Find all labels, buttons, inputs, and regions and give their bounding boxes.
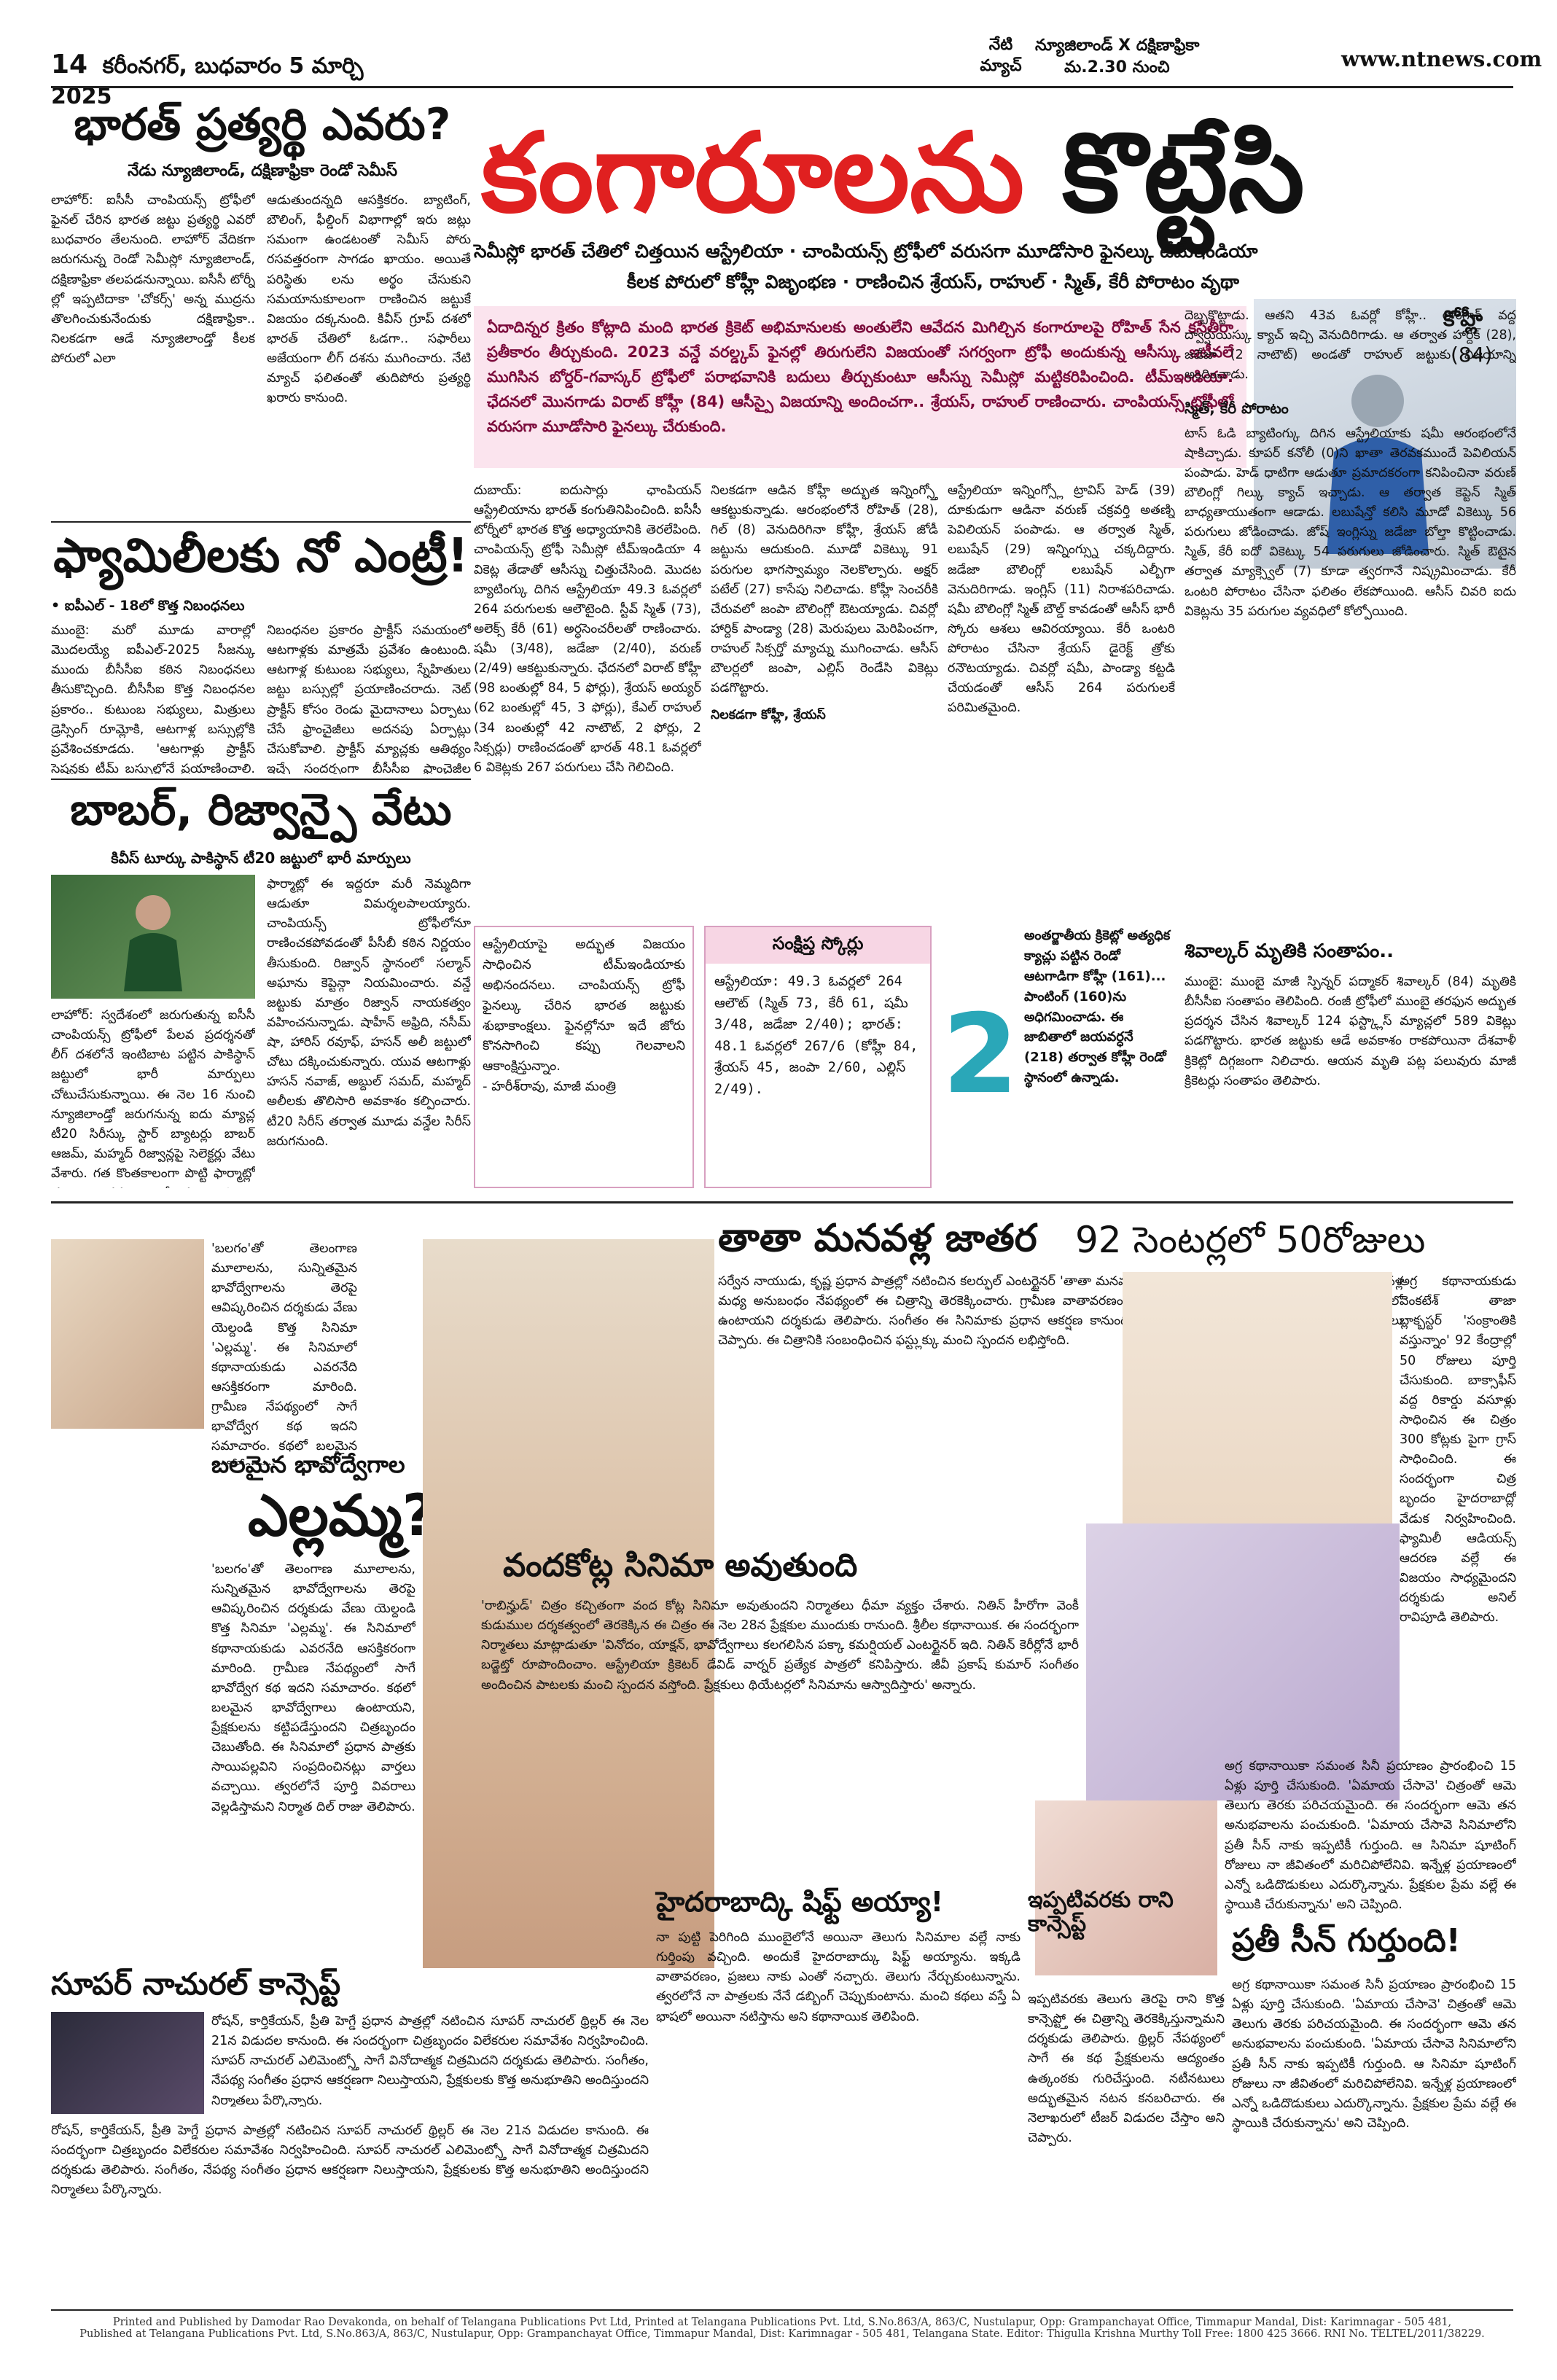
- yellamma-photo: [51, 1239, 204, 1429]
- match-label-2: మ్యాచ్: [980, 56, 1022, 75]
- babar-photo: [51, 875, 255, 999]
- main-headline: కంగారూలను కొట్టేసి: [481, 116, 1531, 232]
- stat-number: 2: [942, 991, 1019, 1118]
- family-col-1: ముంబై: మరో మూడు వారాల్లో మొదలయ్యే ఐపీఎల్…: [51, 623, 255, 774]
- main-col-2: నిలకడగా ఆడిన కోహ్లీ అద్భుత ఇన్నింగ్స్తో …: [711, 481, 938, 911]
- divider-1: [51, 521, 471, 523]
- yellamma-poster: [423, 1239, 714, 1968]
- footer-line-2: Published at Telangana Publications Pvt.…: [79, 2328, 1485, 2340]
- main-intro-box: ఏదాదిన్నర క్రితం కోట్లాది మంది భారత క్రి…: [474, 306, 1246, 468]
- player-silhouette-icon: [1327, 375, 1429, 554]
- family-headline: ఫ్యామిలీలకు నో ఎంట్రీ!: [53, 529, 469, 583]
- main-headline-part2: కొట్టేసి: [1062, 110, 1305, 237]
- header-rule: [51, 86, 1513, 88]
- gurtu-intro: అగ్ర కథానాయికా సమంత సినీ ప్రయాణం ప్రారంభ…: [1225, 1759, 1516, 1912]
- babar-col-2: ఫార్మాట్లో ఈ ఇద్దరూ మరీ నెమ్మదిగా ఆడుతూ …: [267, 877, 471, 1149]
- vanda-photo: [1086, 1523, 1400, 1800]
- main-col-2-subhead: నిలకడగా కోహ్లీ, శ్రేయస్: [711, 708, 826, 723]
- footer-rule: [51, 2309, 1513, 2311]
- family-bullet: • ఐపీఎల్ - 18లో కొత్త నిబంధనలు: [51, 598, 245, 614]
- divider-2: [51, 779, 471, 780]
- match-time: మ.2.30 నుంచి: [1064, 58, 1170, 77]
- main-col-2-text: నిలకడగా ఆడిన కోహ్లీ అద్భుత ఇన్నింగ్స్తో …: [711, 483, 938, 696]
- babar-col-1: లాహోర్: స్వదేశంలో జరుగుతున్న ఐసీసీ చాంపి…: [51, 1008, 255, 1188]
- super-photo: [51, 2012, 204, 2114]
- main-col-4-subhead: స్మిత్, కేరీ పోరాటం: [1185, 399, 1289, 417]
- hyd-body: నా పుట్టి పెరిగింది ముంబైలోనే అయినా తెలు…: [656, 1930, 1021, 2024]
- dateline: 14 కరీంనగర్, బుధవారం 5 మార్చి 2025: [51, 50, 430, 109]
- scores-title: సంక్షిప్త స్కోర్లు: [706, 927, 930, 964]
- stat-text: అంతర్జాతీయ క్రికెట్లో అత్యధిక క్యాచ్లు ప…: [1024, 928, 1171, 1086]
- vanda-headline: వందకోట్ల సినిమా అవుతుంది: [503, 1547, 858, 1584]
- days-headline: 92 సెంటర్లలో 50రోజులు: [1075, 1219, 1426, 1261]
- main-col-1: దుబాయ్: ఐదుసార్లు ఛాంపియన్ ఆస్ట్రేలియాను…: [474, 483, 701, 775]
- rival-subhead: నేడు న్యూజిలాండ్, దక్షిణాఫ్రికా రెండో సె…: [127, 162, 398, 180]
- gurtu-headline: ప్రతీ సీన్ గుర్తుంది!: [1232, 1922, 1461, 1959]
- babar-headline: బాబర్, రిజ్వాన్పై వేటు: [70, 784, 452, 835]
- main-deck: సెమీస్లో భారత్ చేతిలో చిత్తయిన ఆస్ట్రేలి…: [474, 241, 1258, 262]
- match-teams: న్యూజిలాండ్ X దక్షిణాఫ్రికా: [1035, 36, 1200, 55]
- congrats-note-box: ఆస్ట్రేలియాపై అద్భుత విజయం సాధించిన టీమ్…: [474, 926, 694, 1188]
- obit-body: ముంబై: ముంబై మాజీ స్పిన్నర్ పద్మాకర్ శివ…: [1185, 975, 1516, 1088]
- scores-box: సంక్షిప్త స్కోర్లు ఆస్ట్రేలియా: 49.3 ఓవర…: [704, 926, 932, 1188]
- main-col-4-body: టాస్ ఓడి బ్యాటింగ్కు దిగిన ఆస్ట్రేలియాకు…: [1185, 426, 1516, 619]
- main-col-3: ఆస్ట్రేలియా ఇన్నింగ్స్లో ట్రావిస్ హెడ్ (…: [948, 483, 1175, 716]
- footer-imprint: Printed and Published by Damodar Rao Dev…: [51, 2317, 1513, 2340]
- babar-subhead: కివీస్ టూర్కు పాకిస్థాన్ టీ20 జట్టులో భా…: [111, 849, 411, 867]
- main-deck-2: కీలక పోరులో కోహ్లీ విజృంభణ ∙ రాణించిన శ్…: [627, 271, 1239, 292]
- super-body-top: రోషన్, కార్తికేయన్, ప్రీతి హెగ్డే ప్రధాన…: [211, 2014, 649, 2107]
- rival-col-1: లాహోర్: ఐసీసీ చాంపియన్స్ ట్రోఫీలో ఫైనల్ …: [51, 193, 255, 366]
- tata-headline: తాతా మనవళ్ల జాతర: [718, 1217, 1037, 1260]
- main-col-4-text: దెబ్బకొట్టాడు. ఆతని 43వ ఓవర్లో కోహ్లీ.. …: [1185, 308, 1516, 383]
- website-url[interactable]: www.ntnews.com: [1341, 47, 1542, 71]
- days-body: అగ్ర కథానాయకుడు వెంకటేశ్ తాజా బ్లాక్బస్ట…: [1400, 1274, 1516, 1626]
- family-col-2: నిబంధనల ప్రకారం ప్రాక్టీస్ సమయంలో ఆటగాళ్…: [267, 623, 471, 774]
- hyd-headline: హైదరాబాద్కి షిఫ్ట్ అయ్యా!: [656, 1886, 944, 1918]
- family-bullet-text: ఐపీఎల్ - 18లో కొత్త నిబంధనలు: [64, 598, 245, 614]
- rival-col-2: ఆడుతుందన్నది ఆసక్తికరం. బ్యాటింగ్, బౌలిం…: [267, 193, 471, 406]
- yellamma-kicker: బలమైన భావోద్వేగాల: [211, 1451, 405, 1478]
- player-icon: [124, 895, 182, 991]
- main-col-4: దెబ్బకొట్టాడు. ఆతని 43వ ఓవర్లో కోహ్లీ.. …: [1185, 306, 1516, 1188]
- super-body: రోషన్, కార్తికేయన్, ప్రీతి హెగ్డే ప్రధాన…: [51, 2123, 649, 2198]
- vanda-body: 'రాబిన్హుడ్' చిత్రం కచ్చితంగా వంద కోట్ల …: [481, 1599, 1079, 1693]
- yellamma-body: 'బలగం'తో తెలంగాణ మూలాలను, సున్నితమైన భావ…: [211, 1562, 415, 1814]
- stat-box: 2 అంతర్జాతీయ క్రికెట్లో అత్యధిక క్యాచ్లు…: [940, 926, 1174, 1188]
- main-headline-part1: కంగారూలను: [481, 110, 1025, 237]
- section-rule: [51, 1201, 1513, 1203]
- kohli-photo: కోహ్లీ (84): [1254, 299, 1516, 569]
- photo-caption-score: (84): [1451, 343, 1493, 367]
- yellamma-body-top: 'బలగం'తో తెలంగాణ మూలాలను, సున్నితమైన భావ…: [211, 1241, 357, 1465]
- rani-headline: ఇప్పటివరకు రాని కాన్సెప్ట్: [1028, 1887, 1174, 1937]
- date-text: కరీంనగర్, బుధవారం 5 మార్చి 2025: [51, 53, 364, 109]
- yellamma-headline: ఎల్లమ్మ?: [248, 1483, 435, 1549]
- footer-line-1: Printed and Published by Damodar Rao Dev…: [112, 2317, 1452, 2328]
- gurtu-body: అగ్ర కథానాయికా సమంత సినీ ప్రయాణం ప్రారంభ…: [1232, 1978, 1516, 2131]
- page-number: 14: [51, 50, 88, 79]
- match-label-1: నేటి: [988, 36, 1013, 54]
- obit-story: శివాల్కర్ మృతికి సంతాపం.. ముంబై: ముంబై మ…: [1185, 940, 1516, 1188]
- super-headline: సూపర్ నాచురల్ కాన్సెప్ట్: [51, 1966, 341, 2002]
- rani-body: ఇప్పటివరకు తెలుగు తెరపై రాని కొత్త కాన్స…: [1028, 1992, 1225, 2145]
- scores-body: ఆస్ట్రేలియా: 49.3 ఓవర్లలో 264 ఆలౌట్ (స్మ…: [714, 974, 918, 1097]
- match-label: నేటి మ్యాచ్: [975, 35, 1026, 77]
- rival-headline: భారత్ ప్రత్యర్థి ఎవరు?: [74, 99, 451, 150]
- obit-headline: శివాల్కర్ మృతికి సంతాపం..: [1185, 940, 1394, 962]
- samantha-photo: [1035, 1800, 1217, 1975]
- photo-caption-name: కోహ్లీ: [1443, 306, 1483, 332]
- match-info: న్యూజిలాండ్ X దక్షిణాఫ్రికా మ.2.30 నుంచి: [1035, 35, 1268, 78]
